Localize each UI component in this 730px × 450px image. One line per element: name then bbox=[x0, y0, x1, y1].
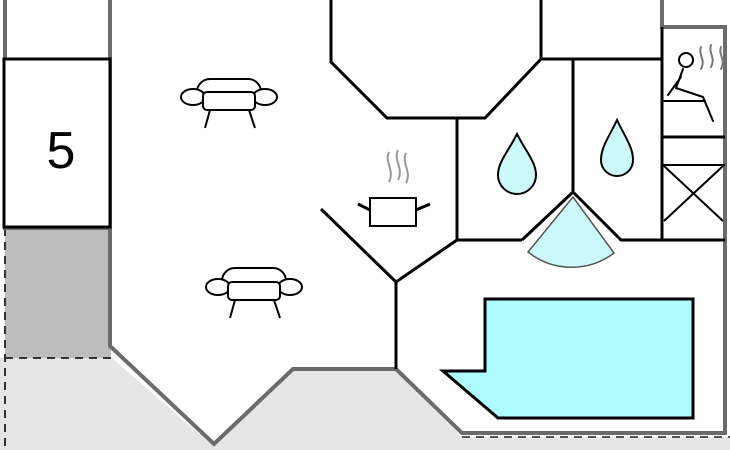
water-drop-icon bbox=[599, 117, 635, 177]
terrace-area bbox=[0, 358, 730, 450]
armchair-icon bbox=[180, 78, 278, 129]
swimming-pool-icon bbox=[438, 297, 695, 420]
armchair-icon bbox=[205, 267, 303, 319]
room-5: 5 bbox=[2, 57, 112, 229]
shower-area-icon bbox=[526, 195, 616, 269]
inner-walls bbox=[319, 0, 725, 369]
water-drop-icon bbox=[496, 131, 538, 195]
storage-cross-icon bbox=[662, 164, 725, 222]
dark-grey-area bbox=[5, 228, 111, 358]
room-number-label: 5 bbox=[47, 122, 76, 180]
cooking-pot-icon bbox=[357, 149, 431, 227]
sauna-icon bbox=[663, 44, 724, 122]
